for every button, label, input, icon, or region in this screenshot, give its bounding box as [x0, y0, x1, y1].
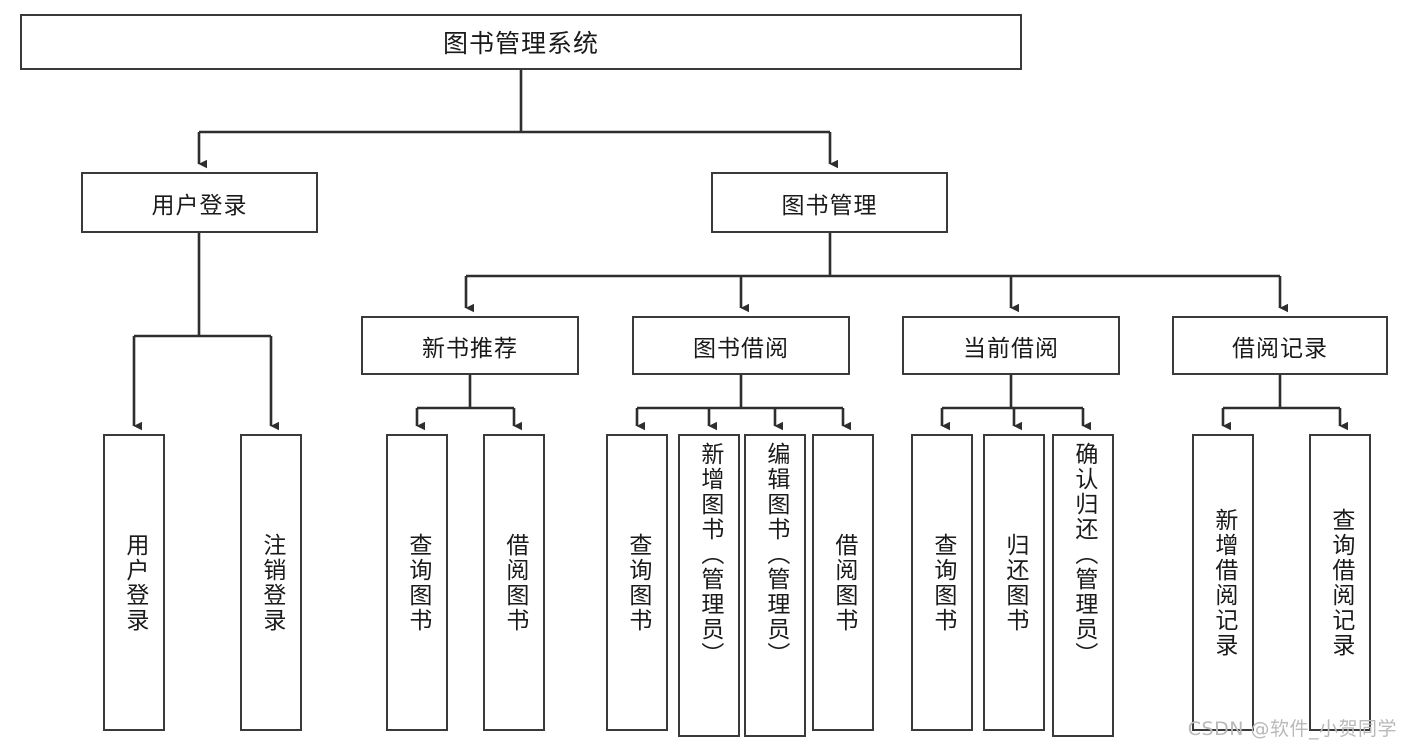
node-leaf-user-login-label: 用户登录 [121, 532, 148, 633]
node-user-login-label: 用户登录 [151, 192, 248, 219]
node-leaf-add-book[interactable]: 新增图书（管理员） [678, 434, 740, 737]
node-leaf-query-book-3-label: 查询图书 [929, 532, 956, 633]
node-leaf-query-book-3[interactable]: 查询图书 [911, 434, 973, 731]
node-book-borrow-label: 图书借阅 [693, 335, 789, 362]
node-leaf-query-record[interactable]: 查询借阅记录 [1309, 434, 1371, 731]
node-leaf-borrow-book-1-label: 借阅图书 [501, 532, 528, 633]
node-current-borrow[interactable]: 当前借阅 [902, 316, 1120, 375]
node-leaf-query-record-label: 查询借阅记录 [1327, 507, 1354, 658]
node-new-book-recommend[interactable]: 新书推荐 [361, 316, 579, 375]
node-leaf-query-book-2[interactable]: 查询图书 [606, 434, 668, 731]
node-leaf-return-book[interactable]: 归还图书 [983, 434, 1045, 731]
node-leaf-return-book-label: 归还图书 [1001, 532, 1028, 633]
node-book-manage[interactable]: 图书管理 [711, 172, 948, 233]
node-book-manage-label: 图书管理 [781, 192, 878, 219]
node-leaf-query-book-1[interactable]: 查询图书 [386, 434, 448, 731]
node-book-borrow[interactable]: 图书借阅 [632, 316, 850, 375]
node-leaf-add-book-label: 新增图书（管理员） [696, 442, 723, 667]
node-leaf-edit-book[interactable]: 编辑图书（管理员） [744, 434, 806, 737]
watermark-text: CSDN @软件_小贺同学 [1187, 718, 1397, 740]
node-leaf-confirm-return[interactable]: 确认归还（管理员） [1052, 434, 1114, 737]
node-leaf-borrow-book-2-label: 借阅图书 [830, 532, 857, 633]
node-root[interactable]: 图书管理系统 [20, 14, 1022, 70]
node-leaf-borrow-book-1[interactable]: 借阅图书 [483, 434, 545, 731]
node-leaf-add-record-label: 新增借阅记录 [1210, 507, 1237, 658]
node-leaf-add-record[interactable]: 新增借阅记录 [1192, 434, 1254, 731]
node-borrow-record[interactable]: 借阅记录 [1172, 316, 1388, 375]
node-leaf-borrow-book-2[interactable]: 借阅图书 [812, 434, 874, 731]
node-leaf-logout-label: 注销登录 [258, 532, 285, 633]
node-leaf-confirm-return-label: 确认归还（管理员） [1070, 442, 1097, 667]
node-user-login[interactable]: 用户登录 [81, 172, 318, 233]
node-leaf-user-login[interactable]: 用户登录 [103, 434, 165, 731]
node-leaf-query-book-2-label: 查询图书 [624, 532, 651, 633]
node-leaf-query-book-1-label: 查询图书 [404, 532, 431, 633]
node-new-book-recommend-label: 新书推荐 [422, 335, 518, 362]
node-current-borrow-label: 当前借阅 [963, 335, 1059, 362]
node-root-label: 图书管理系统 [442, 29, 599, 58]
node-leaf-edit-book-label: 编辑图书（管理员） [762, 442, 789, 667]
node-leaf-logout[interactable]: 注销登录 [240, 434, 302, 731]
node-borrow-record-label: 借阅记录 [1232, 335, 1328, 362]
